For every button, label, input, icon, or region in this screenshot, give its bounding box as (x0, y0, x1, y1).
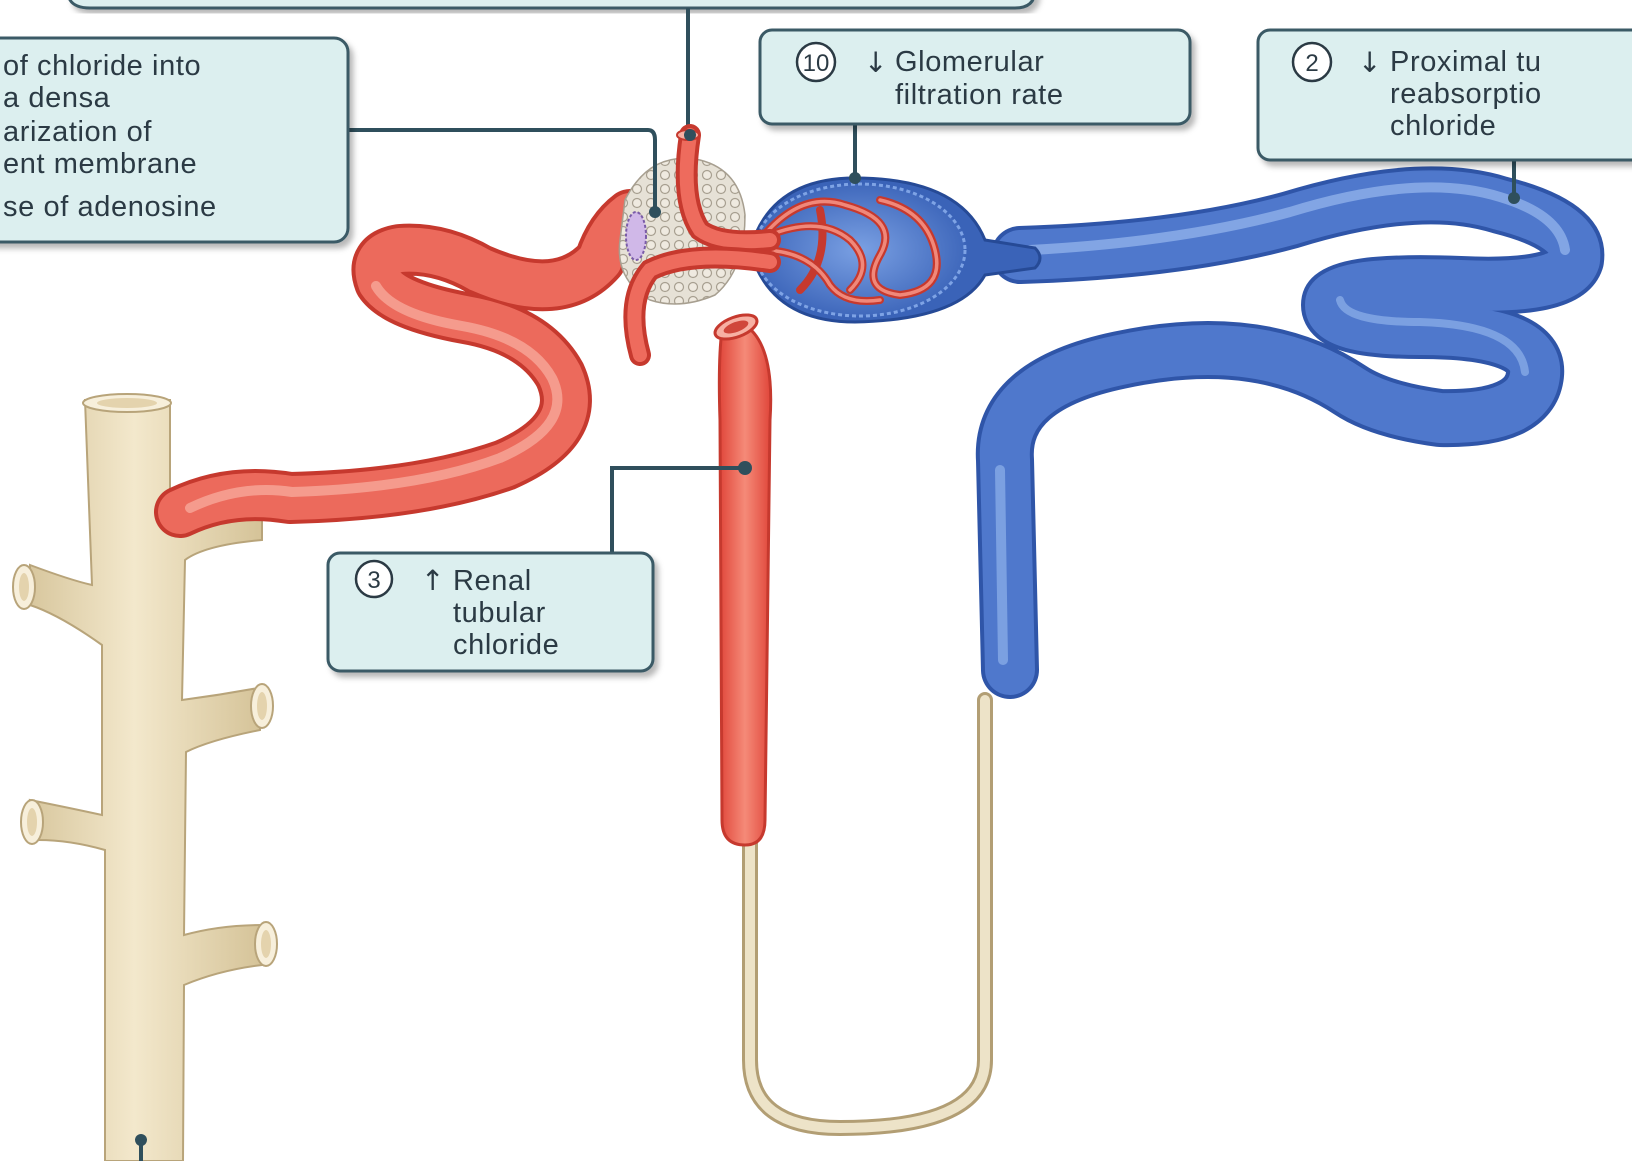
renal-badge-number: 3 (367, 567, 380, 594)
macula-line-2: a densa (3, 82, 111, 114)
thick-ascending-limb (712, 310, 771, 845)
proximal-line-1: Proximal tu (1390, 46, 1542, 78)
macula-densa-label: of chloride into a densa arization of en… (0, 38, 348, 242)
distal-tubule (180, 215, 630, 512)
gfr-arrow: ↓ (864, 46, 887, 79)
proximal-tubule (1000, 187, 1575, 670)
macula-line-5: se of adenosine (3, 191, 217, 223)
gfr-label: 10 ↓ Glomerular filtration rate (760, 30, 1190, 124)
macula-line-1: of chloride into (3, 50, 201, 82)
renal-line-1: Renal (453, 565, 532, 597)
duct-leader-dot (135, 1134, 147, 1146)
loop-of-henle (750, 700, 985, 1128)
renal-label: 3 ↑ Renal tubular chloride (328, 553, 653, 671)
top-label-box-edge (70, 0, 1035, 8)
gfr-badge-number: 10 (803, 50, 830, 77)
proximal-line-2: reabsorptio (1390, 78, 1542, 110)
macula-line-4: ent membrane (3, 148, 197, 180)
gfr-line-1: Glomerular (895, 46, 1044, 78)
macula-line-3: arization of (3, 116, 152, 148)
renal-line-2: tubular (453, 597, 546, 629)
renal-arrow: ↑ (421, 564, 444, 597)
proximal-line-3: chloride (1390, 110, 1496, 142)
proximal-label: 2 ↓ Proximal tu reabsorptio chloride (1258, 30, 1632, 160)
bowmans-capsule (750, 178, 1040, 322)
gfr-line-2: filtration rate (895, 79, 1064, 111)
renal-line-3: chloride (453, 629, 559, 661)
proximal-arrow: ↓ (1358, 46, 1381, 79)
proximal-badge-number: 2 (1305, 50, 1318, 77)
